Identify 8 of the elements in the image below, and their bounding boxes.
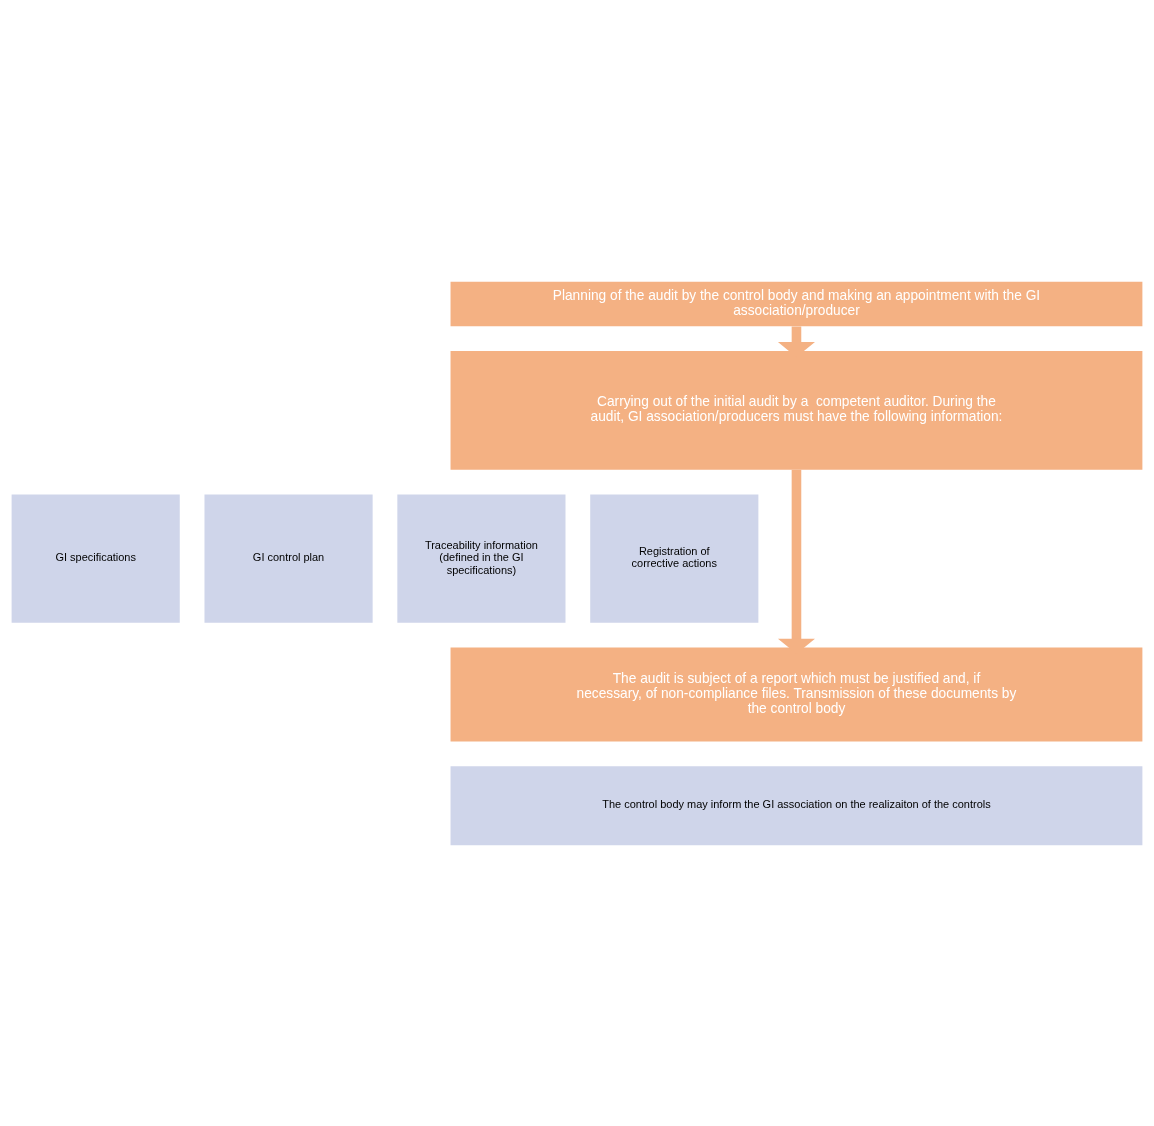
node-box: Carrying out of the initial audit by a competent auditor. During the audit, GI association/producers must have the following information:: [450, 350, 1143, 470]
node-box: GI specifications: [11, 494, 180, 623]
node-box: The control body may inform the GI association on the realizaiton of the controls: [450, 765, 1143, 845]
node-box: Planning of the audit by the control body and making an appointment with the GI association/producer: [450, 281, 1143, 326]
node-box: GI control plan: [204, 494, 373, 623]
node-box: Registration of corrective actions: [590, 494, 759, 623]
node-box: The audit is subject of a report which must be justified and, if necessary, of non-compliance files. Transmission of these documents by the control body: [450, 647, 1143, 742]
node-box: Traceability information (defined in the GI specifications): [397, 494, 566, 623]
